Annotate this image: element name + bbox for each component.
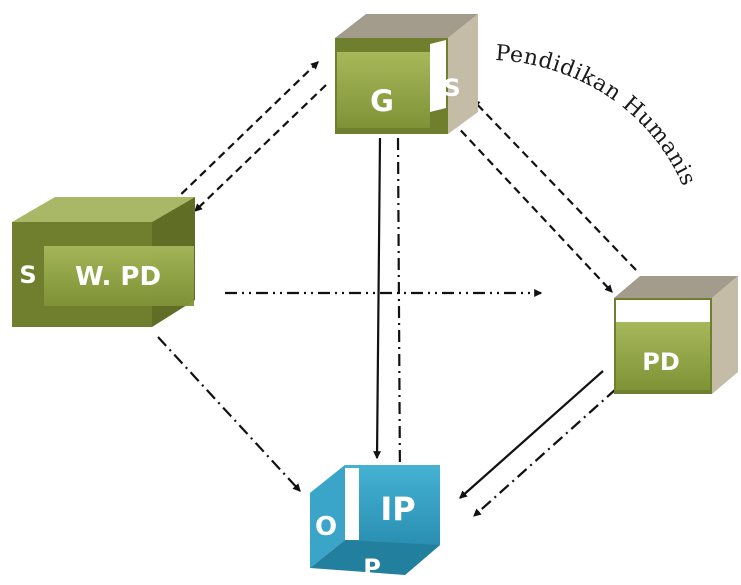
arrow-g-to-wpd (194, 84, 327, 212)
arrow-pd-to-ip-solid (459, 370, 604, 499)
node-pd-label: PD (642, 348, 680, 376)
node-ip-left-face (310, 465, 345, 568)
node-ip: IP O P (310, 465, 440, 582)
node-pd-top-face (614, 276, 738, 298)
node-wpd-label: W. PD (75, 262, 161, 292)
node-pd-side-face (712, 276, 738, 394)
arrow-pd-to-g (472, 99, 637, 271)
arrow-pd-to-ip-dashdot (473, 388, 617, 517)
node-wpd-top-face (12, 197, 195, 222)
arrow-g-to-pd (451, 120, 613, 293)
node-g-side-panel (430, 40, 446, 112)
node-ip-bottom-face (310, 540, 440, 575)
node-pd-top-panel (616, 300, 710, 322)
node-g-top-face (335, 14, 478, 38)
node-wpd-front-panel (44, 246, 194, 306)
arrows (157, 61, 637, 517)
node-g-front-panel (337, 52, 430, 128)
arrow-wpd-to-ip (157, 336, 301, 492)
node-wpd-side-label: S (19, 261, 36, 289)
annotation-pendidikan-humanis: Pendidikan Humanis (495, 41, 701, 190)
node-ip-label: IP (380, 490, 415, 528)
node-ip-side-panel (345, 468, 359, 540)
node-pd: S PD (614, 276, 738, 394)
node-pd-top-label: S (671, 298, 688, 326)
arrow-wpd-to-g (171, 61, 319, 204)
node-pd-front-panel (616, 322, 710, 390)
node-g-side-label: S (443, 74, 460, 102)
node-ip-front-face (345, 465, 440, 545)
node-g-label: G (370, 84, 394, 118)
node-wpd: S W. PD (12, 197, 195, 327)
arrow-g-to-ip-dashdot (395, 137, 404, 486)
node-g: G S (335, 14, 478, 134)
node-g-side-face (448, 14, 478, 134)
arrow-g-to-ip-solid (373, 137, 382, 460)
node-ip-side-label: O (315, 512, 337, 542)
node-ip-bottom-label: P (363, 554, 381, 582)
